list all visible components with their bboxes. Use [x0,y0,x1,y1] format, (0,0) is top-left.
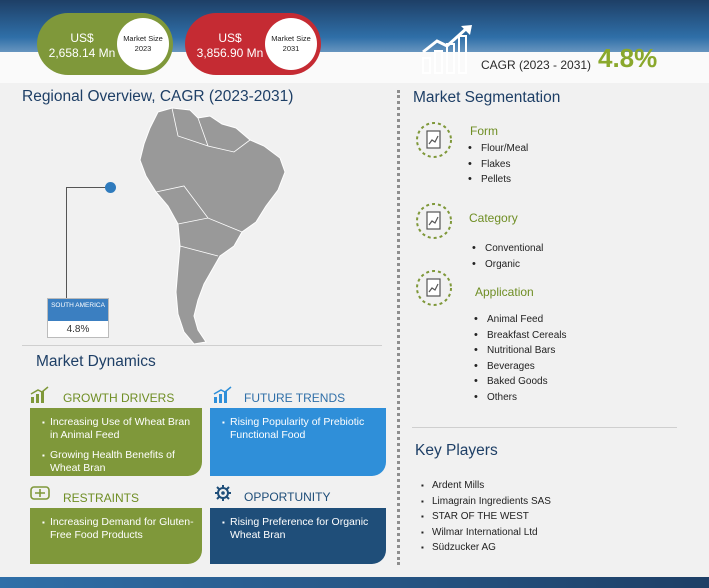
segment-document-icon [416,270,452,306]
column-divider [397,90,400,565]
list-item: Breakfast Cereals [474,328,566,344]
cagr-label: CAGR (2023 - 2031) [481,58,592,72]
growth-chart-icon [422,25,472,74]
bar-chart-icon [30,386,49,403]
segment-category-heading: Category [469,211,518,225]
region-callout: SOUTH AMERICA 4.8% [47,298,109,338]
list-item: Increasing Use of Wheat Bran in Animal F… [42,416,196,442]
segment-application-heading: Application [475,285,534,299]
bar-chart-icon [213,386,232,403]
list-item: STAR OF THE WEST [421,509,551,525]
restraints-heading: RESTRAINTS [63,491,140,505]
future-trends-card: Rising Popularity of Prebiotic Functiona… [210,408,386,476]
list-item: Rising Popularity of Prebiotic Functiona… [222,416,380,442]
market-size-2031-pill: US$ 3,856.90 Mn Market Size 2031 [185,13,321,75]
key-players-title: Key Players [415,442,498,459]
map-pin-icon [105,182,116,193]
list-item: Nutritional Bars [474,343,566,359]
region-name: SOUTH AMERICA [48,299,108,321]
restraints-card: Increasing Demand for Gluten-Free Food P… [30,508,202,564]
opportunity-heading: OPPORTUNITY [244,490,331,504]
list-item: Increasing Demand for Gluten-Free Food P… [42,516,196,542]
segment-form-heading: Form [470,124,498,138]
list-item: Growing Health Benefits of Wheat Bran [42,449,196,475]
regional-overview-title: Regional Overview, CAGR (2023-2031) [22,88,294,105]
region-cagr: 4.8% [66,324,90,335]
list-item: Wilmar International Ltd [421,525,551,541]
list-item: Limagrain Ingredients SAS [421,494,551,510]
list-item: Pellets [468,172,528,188]
list-item: Ardent Mills [421,478,551,494]
list-item: Others [474,390,566,406]
restraints-icon [30,486,50,500]
market-size-2023-pill: US$ 2,658.14 Mn Market Size 2023 [37,13,173,75]
market-size-2023-label: Market Size 2023 [117,18,169,70]
market-size-2023-value: US$ 2,658.14 Mn [48,31,116,60]
growth-drivers-heading: GROWTH DRIVERS [63,391,175,405]
segment-application-list: Animal Feed Breakfast Cereals Nutritiona… [474,312,566,405]
region-leader-line-h [66,187,111,188]
market-size-2031-value: US$ 3,856.90 Mn [196,31,264,60]
opportunity-gear-icon [215,485,231,501]
list-item: Südzucker AG [421,540,551,556]
segment-document-icon [416,203,452,239]
list-item: Rising Preference for Organic Wheat Bran [222,516,380,542]
segment-document-icon [416,122,452,158]
segment-form-list: Flour/Meal Flakes Pellets [468,141,528,188]
list-item: Flour/Meal [468,141,528,157]
section-divider [412,427,677,428]
region-leader-line [66,187,67,299]
opportunity-card: Rising Preference for Organic Wheat Bran [210,508,386,564]
south-america-map [139,107,286,345]
segment-category-list: Conventional Organic [472,241,543,272]
list-item: Organic [472,257,543,273]
cagr-value: 4.8% [598,43,658,73]
growth-drivers-card: Increasing Use of Wheat Bran in Animal F… [30,408,202,476]
list-item: Conventional [472,241,543,257]
list-item: Animal Feed [474,312,566,328]
market-size-2031-label: Market Size 2031 [265,18,317,70]
section-divider [22,345,382,346]
footer-bar [0,577,709,588]
market-dynamics-title: Market Dynamics [36,353,156,370]
future-trends-heading: FUTURE TRENDS [244,391,346,405]
list-item: Beverages [474,359,566,375]
market-segmentation-title: Market Segmentation [413,89,561,106]
key-players-list: Ardent Mills Limagrain Ingredients SAS S… [421,478,551,556]
list-item: Flakes [468,157,528,173]
list-item: Baked Goods [474,374,566,390]
